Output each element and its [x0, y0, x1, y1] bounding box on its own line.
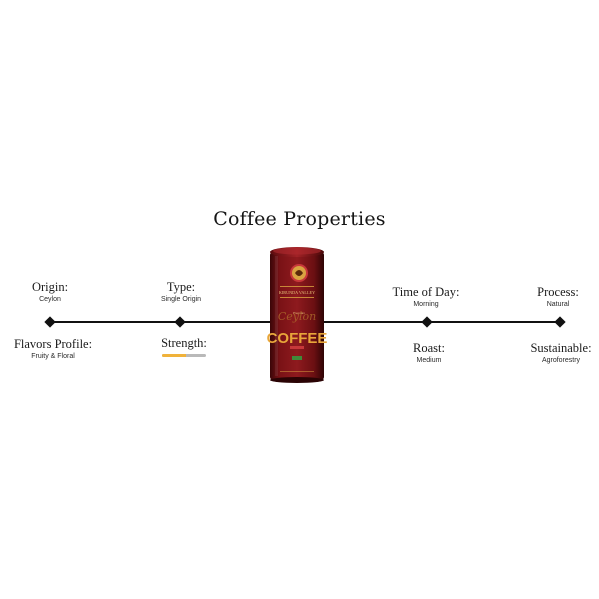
property-type-label: Type:	[166, 280, 196, 294]
can-name-text: COFFEE	[267, 330, 328, 347]
property-roast-label: Roast:	[413, 341, 445, 355]
can-tag-text: Premium	[293, 311, 306, 315]
property-time-of-day: Time of Day: Morning	[366, 285, 486, 310]
property-strength-label: Strength:	[161, 336, 207, 350]
timeline-marker-process	[554, 316, 566, 328]
property-origin-value: Ceylon	[39, 296, 61, 303]
can-brand-text: KIRUNDA VALLEY	[279, 290, 315, 295]
page-title: Coffee Properties	[213, 208, 386, 230]
property-origin: Origin: Ceylon	[0, 280, 110, 305]
property-process-label: Process:	[537, 285, 579, 299]
strength-meter	[162, 354, 206, 357]
property-process: Process: Natural	[498, 285, 599, 310]
strength-meter-fill	[162, 354, 187, 357]
property-origin-label: Origin:	[31, 280, 69, 294]
timeline-marker-origin	[44, 316, 56, 328]
property-flavors: Flavors Profile: Fruity & Floral	[0, 337, 113, 362]
property-sustainable-value: Agroforestry	[541, 357, 581, 364]
property-sustainable: Sustainable: Agroforestry	[501, 341, 599, 366]
property-flavors-value: Fruity & Floral	[31, 353, 75, 360]
can-script-text: Ceylon	[278, 310, 316, 323]
timeline-marker-time-of-day	[421, 316, 433, 328]
property-roast: Roast: Medium	[369, 341, 489, 366]
property-process-value: Natural	[546, 301, 570, 308]
property-type-value: Single Origin	[160, 296, 202, 303]
property-type: Type: Single Origin	[121, 280, 241, 305]
property-time-of-day-label: Time of Day:	[392, 285, 460, 299]
property-strength: Strength:	[124, 336, 244, 357]
coffee-can-image: KIRUNDA VALLEY Ceylon Premium COFFEE	[266, 244, 328, 384]
timeline-marker-type	[174, 316, 186, 328]
property-roast-value: Medium	[416, 357, 442, 364]
property-sustainable-label: Sustainable:	[530, 341, 592, 355]
property-time-of-day-value: Morning	[413, 301, 439, 308]
property-flavors-label: Flavors Profile:	[13, 337, 93, 351]
